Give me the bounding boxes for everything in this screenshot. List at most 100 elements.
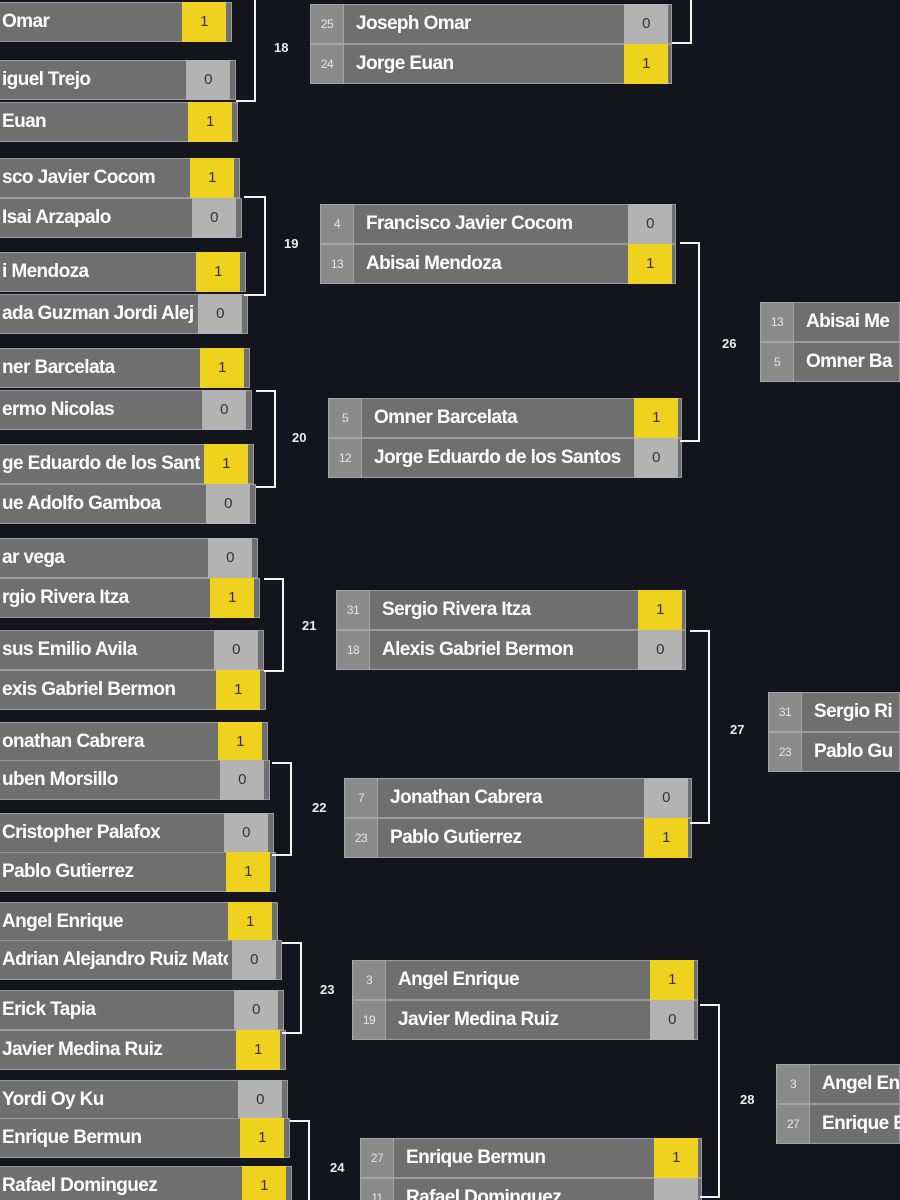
- score-box: 1: [240, 1118, 284, 1158]
- player-name: ner Barcelata: [2, 357, 115, 378]
- match-number: 23: [320, 982, 335, 997]
- player-name: Javier Medina Ruiz: [2, 1039, 163, 1060]
- player-name: Rafael Dominguez: [2, 1175, 158, 1196]
- score-box: 0: [238, 1080, 282, 1120]
- player-name: iguel Trejo: [2, 69, 91, 90]
- score-box: 0: [650, 1000, 694, 1040]
- seed-number: 18: [336, 630, 370, 670]
- score-box: 1: [226, 852, 270, 892]
- seed-number: 12: [328, 438, 362, 478]
- seed-number: 27: [360, 1138, 394, 1178]
- player-name: Pablo Gutierrez: [390, 827, 522, 848]
- score-box: 0: [198, 294, 242, 334]
- bracket-connector: [680, 242, 700, 442]
- player-name: Jorge Eduardo de los Santos: [374, 447, 621, 468]
- bracket-connector: [272, 762, 292, 856]
- score-box: 1: [196, 252, 240, 292]
- bracket-connector: [256, 390, 276, 488]
- player-row[interactable]: iguel Trejo 0: [0, 60, 236, 100]
- score-box: 0: [224, 813, 268, 853]
- player-name: Pablo Gu: [814, 741, 893, 762]
- player-name: Omner Barcelata: [374, 407, 518, 428]
- player-name: rgio Rivera Itza: [2, 587, 129, 608]
- seed-number: 13: [760, 302, 794, 342]
- match-number: 20: [292, 430, 307, 445]
- score-box: [654, 1178, 698, 1200]
- seed-number: 31: [768, 692, 802, 732]
- score-box: 0: [624, 4, 668, 44]
- seed-number: 11: [360, 1178, 394, 1200]
- player-name: Sergio Rivera Itza: [382, 599, 531, 620]
- seed-number: 23: [344, 818, 378, 858]
- player-name: Angel Enrique: [2, 911, 124, 932]
- player-name: Angel Enrique: [398, 969, 520, 990]
- score-box: 0: [186, 60, 230, 100]
- player-row[interactable]: 5 Omner Barcelata 1: [328, 398, 682, 438]
- player-name: Alexis Gabriel Bermon: [382, 639, 574, 660]
- score-box: 1: [634, 398, 678, 438]
- match-number: 18: [274, 40, 289, 55]
- score-box: 0: [644, 778, 688, 818]
- player-row[interactable]: 3 Angel En: [776, 1064, 900, 1104]
- player-row[interactable]: Rafael Dominguez 1: [0, 1166, 292, 1200]
- player-name: Enrique B: [822, 1113, 900, 1134]
- seed-number: 3: [776, 1064, 810, 1104]
- player-name: Javier Medina Ruiz: [398, 1009, 559, 1030]
- player-name: Joseph Omar: [356, 13, 471, 34]
- player-name: ge Eduardo de los Santos: [2, 453, 200, 474]
- match-number: 22: [312, 800, 327, 815]
- score-box: 1: [242, 1166, 286, 1200]
- player-name: Angel En: [822, 1073, 900, 1094]
- player-name: ada Guzman Jordi Aleja: [2, 303, 194, 324]
- player-name: Euan: [2, 111, 47, 132]
- player-name: ermo Nicolas: [2, 399, 115, 420]
- player-name: Isai Arzapalo: [2, 207, 111, 228]
- player-name: Enrique Bermun: [406, 1147, 546, 1168]
- player-name: onathan Cabrera: [2, 731, 145, 752]
- seed-number: 5: [328, 398, 362, 438]
